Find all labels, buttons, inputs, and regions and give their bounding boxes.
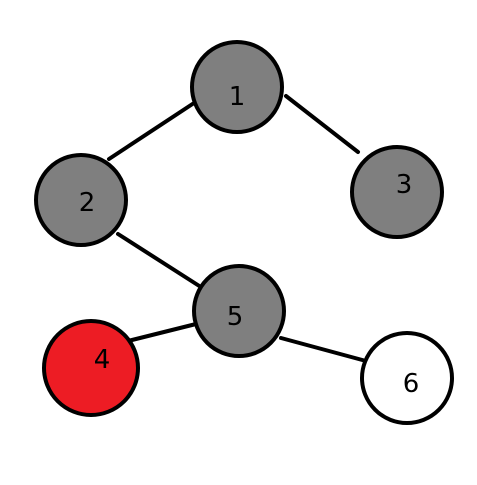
edge-2-5 [116, 232, 206, 291]
node-6-circle [360, 331, 454, 425]
node-3: 3 [350, 145, 444, 239]
node-4: 4 [42, 319, 140, 417]
node-1-circle [190, 40, 284, 134]
edges-group [107, 94, 368, 363]
node-5-label: 5 [227, 302, 244, 332]
node-2: 2 [34, 153, 128, 247]
edge-1-3 [284, 94, 360, 154]
node-1: 1 [190, 40, 284, 134]
edge-5-4 [126, 322, 198, 343]
node-6-label: 6 [403, 369, 420, 399]
node-3-circle [350, 145, 444, 239]
node-5-circle [192, 264, 286, 358]
edge-1-2 [107, 101, 196, 161]
node-5: 5 [192, 264, 286, 358]
node-4-circle [42, 319, 140, 417]
node-2-label: 2 [79, 188, 96, 218]
node-6: 6 [360, 331, 454, 425]
node-1-label: 1 [229, 82, 246, 112]
node-4-label: 4 [94, 345, 111, 375]
node-3-label: 3 [396, 170, 413, 200]
edge-5-6 [279, 336, 368, 363]
node-2-circle [34, 153, 128, 247]
